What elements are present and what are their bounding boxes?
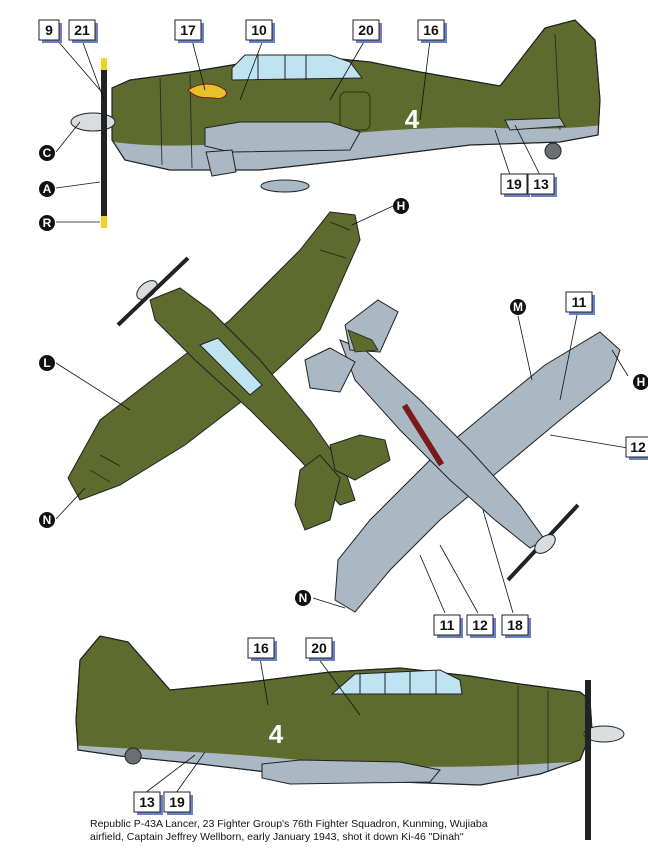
- svg-text:9: 9: [45, 22, 53, 38]
- propeller-blade: [585, 680, 591, 840]
- leader-lines: [55, 39, 629, 794]
- tag-11: 11: [433, 614, 463, 638]
- spinner: [70, 112, 116, 132]
- fuselage-number: 4: [269, 719, 284, 749]
- svg-text:11: 11: [440, 617, 455, 633]
- canopy-frames: [257, 55, 307, 80]
- lower-tail-olive: [347, 329, 379, 353]
- tag-10: 10: [245, 19, 275, 43]
- number-tags: 9 21 17 10 20 16 19 13 11 12 11 12 18 16…: [38, 19, 648, 815]
- svg-text:20: 20: [358, 22, 374, 38]
- caption-line-2: airfield, Captain Jeffrey Wellborn, earl…: [90, 831, 464, 843]
- svg-text:L: L: [43, 356, 50, 370]
- canopy: [330, 669, 463, 695]
- upper-tailplane: [294, 434, 391, 531]
- rudder-line: [554, 33, 561, 131]
- svg-text:12: 12: [630, 439, 646, 455]
- callout-l: L: [39, 355, 55, 371]
- tag-18: 18: [501, 614, 531, 638]
- svg-text:18: 18: [507, 617, 523, 633]
- tail-wheel: [544, 142, 562, 160]
- intake-channel: [401, 403, 445, 467]
- svg-text:13: 13: [139, 794, 155, 810]
- tag-16: 16: [247, 637, 277, 661]
- lower-tailplane: [304, 299, 399, 393]
- spinner: [583, 725, 625, 743]
- wing-tip-hatching: [89, 221, 351, 483]
- svg-text:H: H: [637, 375, 646, 389]
- callout-h: H: [633, 374, 648, 390]
- fuselage-number: 4: [405, 104, 420, 134]
- side-profile-right: 4: [75, 635, 625, 840]
- callout-h: H: [393, 198, 409, 214]
- propeller-blade: [101, 58, 107, 228]
- tag-19: 19: [500, 173, 530, 197]
- svg-text:12: 12: [472, 617, 488, 633]
- svg-text:R: R: [43, 216, 52, 230]
- tailplane: [504, 117, 566, 131]
- cowling-panel-line: [517, 686, 549, 776]
- tag-16: 16: [417, 19, 447, 43]
- upper-canopy: [199, 337, 263, 396]
- caption: Republic P-43A Lancer, 23 Fighter Group'…: [90, 818, 550, 844]
- callout-n: N: [39, 512, 55, 528]
- tag-13: 13: [133, 791, 163, 815]
- canopy: [231, 54, 363, 81]
- tag-11: 11: [565, 291, 595, 315]
- callout-a: A: [39, 181, 55, 197]
- propeller-tip: [101, 58, 107, 70]
- planform-upper: [67, 211, 391, 531]
- svg-text:19: 19: [169, 794, 185, 810]
- nose-art-emblem: [187, 83, 228, 99]
- planform-lower: [304, 299, 621, 613]
- svg-text:H: H: [397, 199, 406, 213]
- upper-prop: [116, 256, 190, 327]
- svg-text:C: C: [43, 146, 52, 160]
- tail-wheel: [124, 747, 142, 765]
- propeller-tip: [101, 216, 107, 228]
- callout-c: C: [39, 145, 55, 161]
- svg-text:16: 16: [423, 22, 439, 38]
- callout-r: R: [39, 215, 55, 231]
- wing-root-fairing: [261, 759, 441, 785]
- tag-13: 13: [527, 173, 557, 197]
- callout-n: N: [295, 590, 311, 606]
- canopy-frames: [359, 670, 437, 694]
- callout-m: M: [510, 299, 526, 315]
- svg-text:16: 16: [253, 640, 269, 656]
- tag-12: 12: [466, 614, 496, 638]
- svg-text:11: 11: [572, 294, 587, 310]
- svg-text:10: 10: [251, 22, 267, 38]
- caption-line-1: Republic P-43A Lancer, 23 Fighter Group'…: [90, 818, 488, 830]
- svg-text:M: M: [513, 300, 523, 314]
- tag-19: 19: [163, 791, 193, 815]
- svg-text:17: 17: [180, 22, 196, 38]
- letter-callouts: C A R H L N M H N: [39, 145, 648, 606]
- drop-tank: [260, 179, 310, 193]
- svg-text:13: 13: [533, 176, 549, 192]
- upper-fuselage: [149, 287, 356, 506]
- tag-20: 20: [305, 637, 335, 661]
- tag-9: 9: [38, 19, 62, 43]
- tag-17: 17: [174, 19, 204, 43]
- svg-text:A: A: [43, 182, 52, 196]
- svg-text:N: N: [299, 591, 308, 605]
- svg-text:21: 21: [74, 22, 90, 38]
- landing-gear-door: [205, 149, 237, 177]
- wing-root-fairing: [204, 121, 361, 153]
- svg-text:20: 20: [311, 640, 327, 656]
- tag-21: 21: [68, 19, 98, 43]
- svg-text:19: 19: [506, 176, 522, 192]
- lower-spinner: [534, 534, 556, 554]
- svg-text:N: N: [43, 513, 52, 527]
- tag-12: 12: [625, 436, 648, 460]
- tag-20: 20: [352, 19, 382, 43]
